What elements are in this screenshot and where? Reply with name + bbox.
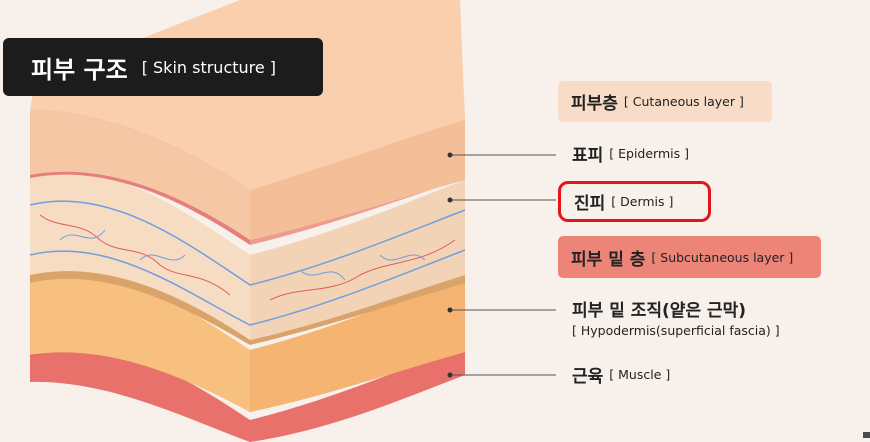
- label-muscle-ko: 근육: [572, 367, 604, 387]
- hypodermis-layer: [30, 270, 465, 412]
- label-cutaneous-ko: 피부층: [571, 94, 618, 114]
- title-english: [ Skin structure ]: [141, 57, 277, 77]
- label-dermis: 진피 [ Dermis ]: [558, 181, 711, 222]
- corner-marker: [863, 432, 870, 438]
- label-cutaneous-en: [ Cutaneous layer ]: [623, 94, 744, 109]
- label-cutaneous-layer: 피부층 [ Cutaneous layer ]: [558, 81, 772, 122]
- label-epidermis: 표피 [ Epidermis ]: [572, 141, 689, 166]
- label-subcutaneous-layer: 피부 밑 층 [ Subcutaneous layer ]: [558, 236, 821, 278]
- label-dermis-ko: 진피: [574, 194, 606, 214]
- dermis-layer: [29, 171, 466, 340]
- title-korean: 피부 구조: [31, 55, 128, 84]
- label-epidermis-en: [ Epidermis ]: [609, 146, 689, 161]
- label-hypodermis-en: [ Hypodermis(superficial fascia) ]: [572, 323, 780, 338]
- leader-lines: [450, 154, 556, 376]
- label-epidermis-ko: 표피: [572, 146, 604, 166]
- leader-dots: [447, 152, 453, 378]
- label-hypodermis: 피부 밑 조직(얕은 근막) [ Hypodermis(superficial …: [572, 296, 780, 338]
- label-muscle-en: [ Muscle ]: [609, 367, 671, 382]
- label-muscle: 근육 [ Muscle ]: [572, 362, 670, 387]
- diagram-title: 피부 구조 [ Skin structure ]: [3, 38, 323, 96]
- label-hypodermis-ko: 피부 밑 조직(얕은 근막): [572, 301, 747, 321]
- label-subcutaneous-en: [ Subcutaneous layer ]: [651, 249, 794, 265]
- label-subcutaneous-ko: 피부 밑 층: [571, 249, 646, 270]
- label-dermis-en: [ Dermis ]: [611, 194, 674, 209]
